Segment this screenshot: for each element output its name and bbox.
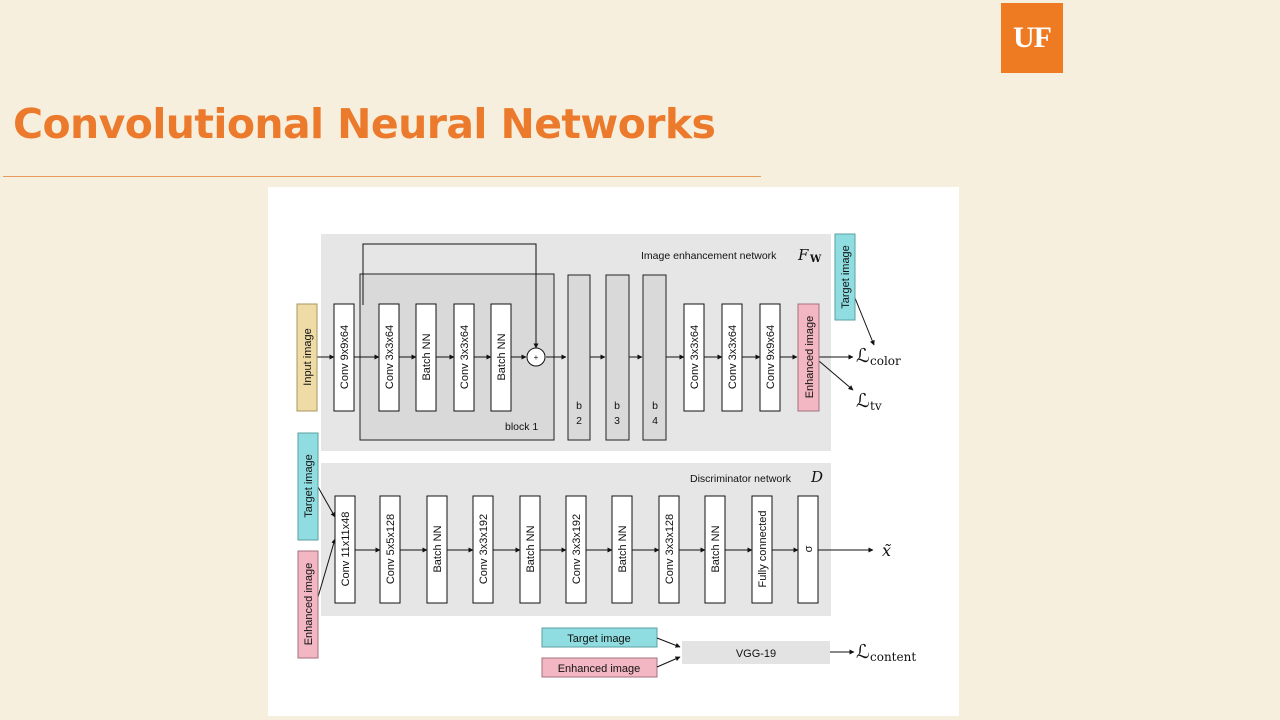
layer-label: Conv 3x3x64 <box>689 325 701 389</box>
disc-layer-label: Conv 3x3x192 <box>478 514 490 584</box>
layer-label: Conv 3x3x64 <box>384 325 396 389</box>
disc-layer-box <box>797 495 819 604</box>
enhancement-caption-subscript: W <box>809 254 822 265</box>
block-number: 2 <box>576 415 582 427</box>
arrow <box>818 360 854 391</box>
disc-layer-box <box>334 495 356 604</box>
content-target-image-label: Target image <box>567 633 631 645</box>
arrow <box>854 297 875 346</box>
enhancement-arrows <box>317 297 875 391</box>
vgg-label: VGG-19 <box>736 648 776 660</box>
layer-box <box>721 303 743 412</box>
disc-target-image-label: Target image <box>303 454 315 518</box>
network-figure: Image enhancement network F W block 1 In… <box>268 187 959 716</box>
input-image-box <box>296 303 318 412</box>
disc-layer-label: Fully connected <box>757 510 769 587</box>
disc-layer-box <box>704 495 726 604</box>
sum-node <box>526 347 546 367</box>
discriminator-caption-symbol: D <box>810 468 823 486</box>
enhanced-image-label: Enhanced image <box>804 316 816 399</box>
disc-layer-label: Conv 5x5x128 <box>385 514 397 584</box>
disc-layer-label: Batch NN <box>617 525 629 572</box>
layer-label: Conv 3x3x64 <box>727 325 739 389</box>
title-divider <box>3 176 761 177</box>
layer-box <box>490 303 512 412</box>
block1-label: block 1 <box>505 421 538 433</box>
layer-box <box>759 303 781 412</box>
block-number: 4 <box>652 415 658 427</box>
target-image-box <box>834 233 856 321</box>
discriminator-caption: Discriminator network <box>690 473 792 485</box>
block-number: 3 <box>614 415 620 427</box>
arrow <box>317 538 337 598</box>
arrow <box>656 637 681 648</box>
uf-logo-text: UF <box>1013 21 1052 54</box>
layer-box <box>415 303 437 412</box>
arrow <box>656 656 681 668</box>
disc-layer-label: Batch NN <box>432 525 444 572</box>
content-arrows <box>656 637 855 668</box>
disc-enhanced-image-label: Enhanced image <box>303 563 315 646</box>
disc-layer-box <box>379 495 401 604</box>
arrow <box>317 486 336 518</box>
block-letter: b <box>652 400 658 412</box>
layer-label: Conv 3x3x64 <box>459 325 471 389</box>
block-letter: b <box>614 400 620 412</box>
loss-tv-subscript: tv <box>870 399 882 413</box>
layer-box <box>333 303 355 412</box>
disc-layer-label: Batch NN <box>710 525 722 572</box>
residual-block-4 <box>642 274 667 441</box>
uf-logo: UF <box>1001 3 1063 73</box>
layer-label: Batch NN <box>496 333 508 380</box>
enhanced-image-box <box>797 303 820 412</box>
target-image-label: Target image <box>840 245 852 309</box>
disc-layer-box <box>611 495 633 604</box>
disc-layer-box <box>658 495 680 604</box>
disc-layer-box <box>472 495 494 604</box>
residual-block-2 <box>567 274 591 441</box>
block-letter: b <box>576 400 582 412</box>
layer-label: Batch NN <box>421 333 433 380</box>
disc-layer-box <box>565 495 587 604</box>
input-image-label: Input image <box>302 328 314 385</box>
disc-enhanced-image-box <box>297 550 319 659</box>
loss-color-subscript: color <box>870 354 901 368</box>
loss-tv-symbol: ℒ <box>856 390 870 412</box>
disc-layer-label: σ <box>803 545 815 552</box>
residual-block-3 <box>605 274 630 441</box>
slide-title: Convolutional Neural Networks <box>13 100 716 148</box>
disc-output: x̃ <box>882 541 891 560</box>
layer-box <box>378 303 400 412</box>
disc-layer-label: Batch NN <box>525 525 537 572</box>
content-target-image-box <box>541 627 658 648</box>
loss-content-symbol: ℒ <box>856 641 870 663</box>
content-enhanced-image-label: Enhanced image <box>558 663 641 675</box>
layer-box <box>453 303 475 412</box>
disc-layer-label: Conv 11x11x48 <box>340 512 352 587</box>
discriminator-arrows <box>317 486 874 598</box>
disc-layer-label: Conv 3x3x128 <box>664 514 676 584</box>
network-diagram: Image enhancement network F W block 1 In… <box>296 233 916 678</box>
disc-layer-box <box>751 495 773 604</box>
layer-label: Conv 9x9x64 <box>765 325 777 389</box>
enhancement-caption: Image enhancement network <box>641 250 777 262</box>
disc-layer-box <box>519 495 541 604</box>
sum-symbol: + <box>534 353 539 362</box>
loss-content-subscript: content <box>870 650 916 664</box>
enhancement-caption-symbol: F <box>797 246 809 264</box>
layer-label: Conv 9x9x64 <box>339 325 351 389</box>
residual-skip-arrow <box>362 243 539 349</box>
disc-target-image-box <box>297 432 319 541</box>
disc-layer-box <box>426 495 448 604</box>
layer-box <box>683 303 705 412</box>
content-enhanced-image-box <box>541 657 658 678</box>
loss-color-symbol: ℒ <box>856 345 870 367</box>
disc-layer-label: Conv 3x3x192 <box>571 514 583 584</box>
vgg-box <box>682 641 830 664</box>
